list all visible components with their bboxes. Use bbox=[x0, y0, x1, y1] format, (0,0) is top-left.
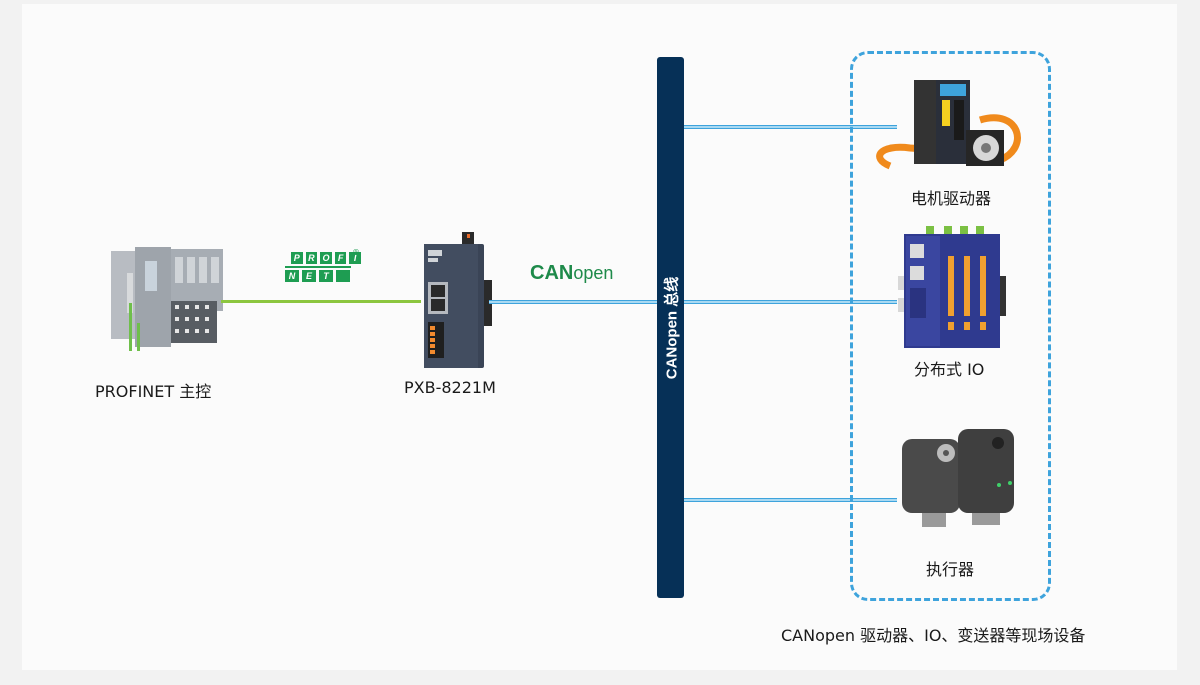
profinet-logo-letter: T bbox=[319, 270, 333, 282]
distributed-io-label: 分布式 IO bbox=[914, 360, 985, 379]
motor-drive-image bbox=[876, 80, 1021, 170]
profinet-logo-letter: O bbox=[320, 252, 332, 264]
plc-master-image bbox=[111, 247, 223, 351]
canopen-logo: CANopen bbox=[530, 262, 613, 285]
bus-branch-line-motor-drive bbox=[684, 125, 897, 129]
plc-master-label: PROFINET 主控 bbox=[95, 382, 212, 401]
registered-mark: ® bbox=[352, 248, 360, 257]
canopen-logo-bold: CAN bbox=[530, 262, 574, 284]
canopen-logo-light: open bbox=[573, 263, 614, 283]
gateway-bus-connection-line bbox=[489, 300, 657, 304]
profinet-logo-letter: R bbox=[305, 252, 318, 264]
profinet-logo-letter: P bbox=[291, 252, 303, 264]
profinet-logo-letter: F bbox=[334, 252, 347, 264]
canopen-bus-label: CANopen 总线 bbox=[663, 276, 680, 379]
bus-branch-line-actuator bbox=[684, 498, 897, 502]
gateway-device-image bbox=[424, 232, 492, 368]
canopen-bus-bar: CANopen 总线 bbox=[657, 57, 684, 598]
profinet-logo: P R O F I N E T ® bbox=[281, 248, 361, 286]
profinet-logo-letter: N bbox=[285, 270, 299, 282]
motor-drive-label: 电机驱动器 bbox=[911, 189, 992, 208]
profinet-connection-line bbox=[221, 300, 421, 303]
actuator-label: 执行器 bbox=[926, 560, 975, 579]
profinet-logo-letter: I bbox=[349, 252, 361, 264]
field-devices-group bbox=[850, 51, 1051, 601]
distributed-io-image bbox=[898, 226, 1006, 348]
gateway-label: PXB-8221M bbox=[404, 378, 496, 397]
profinet-logo-letter: E bbox=[302, 270, 316, 282]
actuator-image bbox=[902, 429, 1014, 527]
bus-branch-line-distributed-io bbox=[684, 300, 897, 304]
field-devices-caption: CANopen 驱动器、IO、变送器等现场设备 bbox=[781, 626, 1086, 645]
